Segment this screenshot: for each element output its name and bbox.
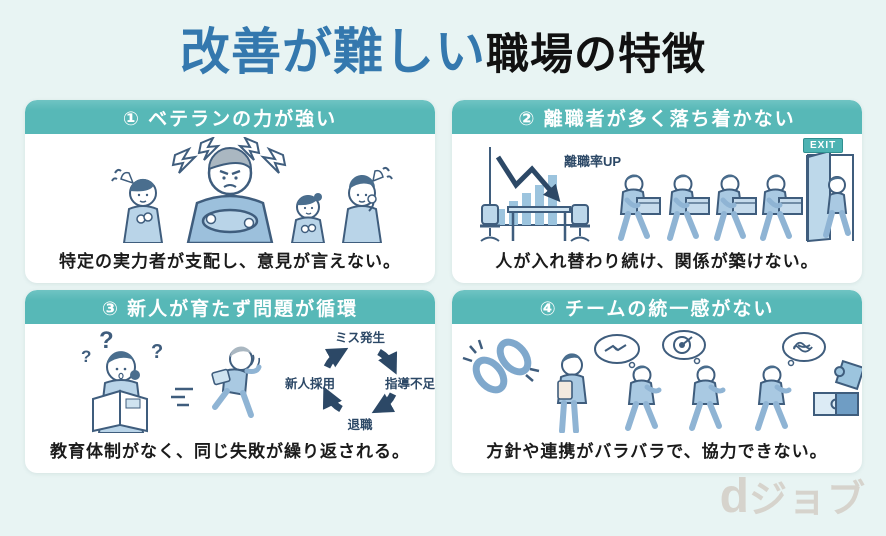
panel-veteran-power: ① ベテランの力が強い bbox=[25, 100, 435, 283]
angry-veteran-icon bbox=[186, 147, 274, 243]
panel1-body: 特定の実力者が支配し、意見が言えない。 bbox=[25, 134, 435, 283]
running-quitter-icon bbox=[171, 346, 262, 418]
panel4-header: ④ チームの統一感がない bbox=[452, 290, 862, 324]
panel-problem-cycle: ③ 新人が育たず問題が循環 bbox=[25, 290, 435, 473]
confused-reader-icon bbox=[92, 351, 148, 433]
page-title: 改善が難しい職場の特徴 bbox=[0, 12, 886, 84]
cycle-label-new-hires: 新人採用 bbox=[285, 377, 336, 391]
handshake-bubble-icon bbox=[594, 334, 640, 369]
angry-veteran-scene-icon bbox=[111, 137, 393, 243]
panel1-illustration bbox=[25, 137, 435, 243]
panel2-illustration: 離職率UP EXIT bbox=[452, 137, 862, 243]
panel4-caption: 方針や連携がバラバラで、協力できない。 bbox=[486, 442, 828, 461]
cycle-arrows-icon bbox=[322, 347, 398, 414]
d-job-logo: dジョブ bbox=[720, 468, 866, 524]
panel3-body: ? ? ? bbox=[25, 324, 435, 473]
leaving-workers-icon bbox=[621, 175, 802, 238]
clipboard-worker-icon bbox=[556, 353, 588, 433]
d-job-logo-d: d bbox=[719, 470, 749, 523]
disjointed-team-scene-icon bbox=[462, 330, 862, 433]
question-mark-icon: ? bbox=[81, 347, 92, 366]
panel4-body: 方針や連携がバラバラで、協力できない。 bbox=[452, 324, 862, 473]
exit-sign: EXIT bbox=[803, 138, 844, 153]
d-job-logo-text: ジョブ bbox=[748, 479, 866, 521]
confusion-bubble-icon bbox=[782, 332, 826, 367]
panel2-caption: 人が入れ替わり続け、関係が築けない。 bbox=[495, 252, 819, 271]
panel3-header: ③ 新人が育たず問題が循環 bbox=[25, 290, 435, 324]
panel2-header: ② 離職者が多く落ち着かない bbox=[452, 100, 862, 134]
walking-worker-icon bbox=[628, 366, 659, 428]
lightning-icons bbox=[171, 137, 287, 174]
empty-desk-icon bbox=[478, 203, 592, 243]
cycle-label-mistakes: ミス発生 bbox=[334, 331, 386, 345]
question-mark-icon: ? bbox=[99, 327, 114, 354]
walking-worker-icon bbox=[758, 366, 789, 428]
panel4-illustration bbox=[452, 327, 862, 433]
worried-worker-right-icon bbox=[341, 166, 393, 243]
confused-newcomer-scene-icon bbox=[92, 346, 262, 433]
turnover-up-label: 離職率UP bbox=[564, 154, 622, 169]
target-bubble-icon bbox=[662, 330, 706, 365]
worried-worker-small-icon bbox=[290, 193, 326, 243]
page-title-highlight: 改善が難しい bbox=[180, 24, 486, 80]
turnover-exit-scene-icon bbox=[478, 147, 854, 243]
cycle-label-resignation: 退職 bbox=[347, 418, 373, 432]
page-title-rest: 職場の特徴 bbox=[486, 31, 706, 79]
panel1-caption: 特定の実力者が支配し、意見が言えない。 bbox=[59, 252, 401, 271]
puzzle-pieces-icon bbox=[813, 359, 862, 416]
cycle-label-no-guidance: 指導不足 bbox=[384, 377, 435, 391]
panel3-illustration: ? ? ? bbox=[25, 327, 435, 433]
problem-cycle-diagram: ミス発生 指導不足 退職 新人採用 bbox=[285, 327, 435, 433]
turnover-chart-icon bbox=[489, 147, 574, 226]
panel-no-unity: ④ チームの統一感がない bbox=[452, 290, 862, 473]
panel1-header: ① ベテランの力が強い bbox=[25, 100, 435, 134]
question-mark-icon: ? bbox=[151, 341, 164, 363]
exit-door-icon bbox=[806, 149, 854, 243]
broken-chain-icon bbox=[462, 338, 540, 394]
panel2-body: 離職率UP EXIT 人が入れ替わり続け、関係が築けない。 bbox=[452, 134, 862, 283]
panel3-caption: 教育体制がなく、同じ失敗が繰り返される。 bbox=[50, 442, 410, 461]
walking-worker-icon bbox=[692, 366, 723, 428]
worried-worker-left-icon bbox=[111, 168, 164, 243]
panel-high-turnover: ② 離職者が多く落ち着かない bbox=[452, 100, 862, 283]
